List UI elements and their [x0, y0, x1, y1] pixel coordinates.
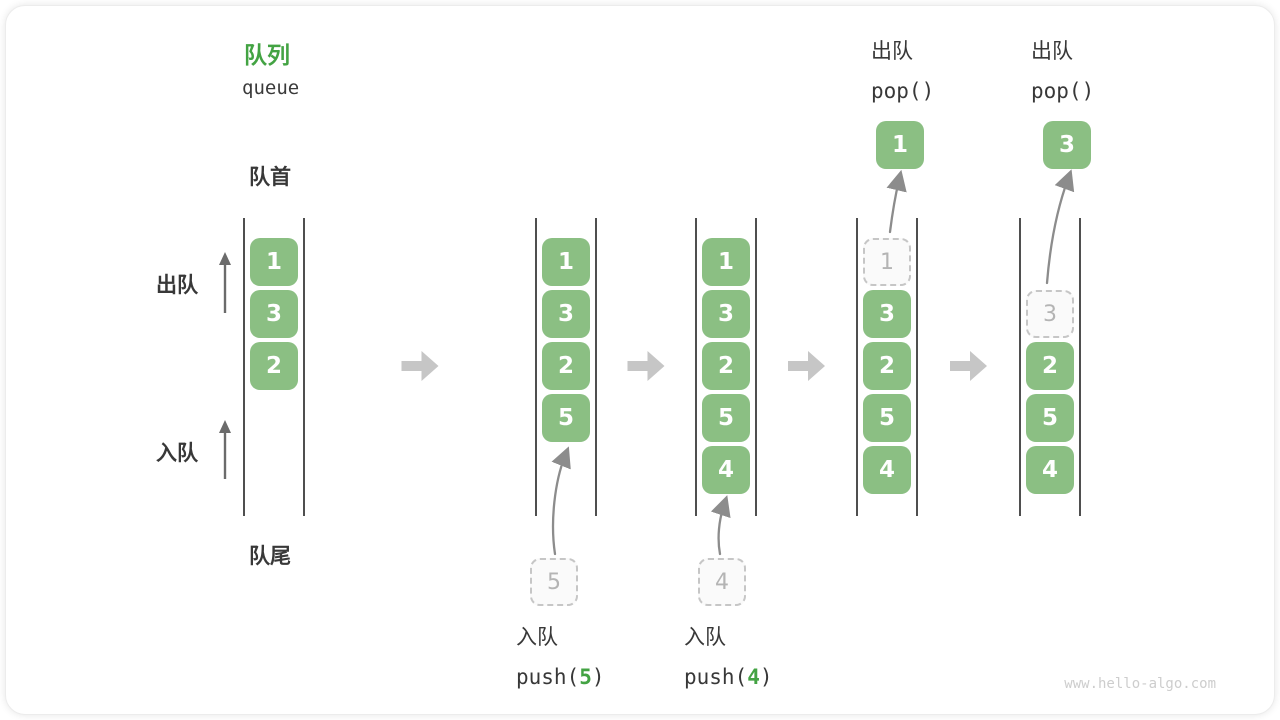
popped-value-box: 1 — [876, 121, 924, 169]
queue-box: 5 — [1026, 394, 1074, 442]
queue-box-removed-ghost: 3 — [1026, 290, 1074, 338]
op-code-text: push( — [516, 665, 580, 689]
op-code-text: push( — [684, 665, 748, 689]
box-value: 2 — [1041, 353, 1058, 379]
queue-box: 2 — [702, 342, 750, 390]
box-value: 5 — [717, 405, 734, 431]
queue-box: 5 — [863, 394, 911, 442]
box-value: 5 — [878, 405, 895, 431]
label-enqueue-direction: 入队 — [156, 441, 198, 465]
op-label-enqueue: 入队 push(5) — [516, 621, 605, 689]
step-arrow — [627, 351, 665, 381]
step-arrow — [788, 351, 825, 381]
queue-box: 5 — [542, 394, 590, 442]
op-name: 出队 — [1031, 39, 1073, 63]
queue-wall-right — [755, 218, 757, 516]
op-code: pop() — [1031, 79, 1094, 103]
dequeue-path-arrow — [886, 169, 907, 234]
op-label-enqueue: 入队 push(4) — [684, 621, 773, 689]
queue-box: 2 — [863, 342, 911, 390]
box-value: 4 — [878, 457, 895, 483]
box-value: 3 — [1043, 301, 1057, 327]
op-name: 入队 — [516, 625, 558, 649]
box-value: 3 — [265, 301, 282, 327]
step-arrow — [950, 351, 987, 381]
queue-wall-left — [535, 218, 537, 516]
op-label-dequeue: 出队 pop() — [1031, 35, 1094, 103]
queue-box-removed-ghost: 1 — [863, 238, 911, 286]
box-value: 1 — [880, 249, 894, 275]
box-value: 3 — [1058, 132, 1075, 158]
enqueue-path-arrow — [710, 495, 731, 556]
figure-title-zh: 队列 — [244, 43, 290, 69]
box-value: 5 — [1041, 405, 1058, 431]
queue-box: 4 — [702, 446, 750, 494]
box-value: 2 — [265, 353, 282, 379]
box-value: 3 — [717, 301, 734, 327]
op-code-arg: 5 — [579, 665, 592, 689]
queue-box: 2 — [1026, 342, 1074, 390]
op-code-arg: 4 — [747, 665, 760, 689]
pending-enqueue-box: 4 — [698, 558, 746, 606]
box-value: 2 — [717, 353, 734, 379]
box-value: 4 — [717, 457, 734, 483]
queue-box: 4 — [1026, 446, 1074, 494]
op-code: push(5) — [516, 665, 605, 689]
op-code: pop() — [871, 79, 934, 103]
label-queue-rear: 队尾 — [249, 544, 291, 568]
box-value: 2 — [878, 353, 895, 379]
queue-wall-left — [1019, 218, 1021, 516]
box-value: 1 — [265, 249, 282, 275]
box-value: 2 — [557, 353, 574, 379]
queue-box: 1 — [702, 238, 750, 286]
queue-box: 3 — [250, 290, 298, 338]
op-name: 出队 — [871, 39, 913, 63]
watermark: www.hello-algo.com — [1064, 676, 1216, 692]
queue-box: 5 — [702, 394, 750, 442]
op-code-text: ) — [591, 665, 605, 689]
queue-wall-right — [916, 218, 918, 516]
box-value: 4 — [715, 569, 729, 595]
dequeue-direction-arrow — [219, 252, 231, 313]
step-arrow — [401, 351, 439, 381]
queue-box: 3 — [863, 290, 911, 338]
label-queue-front: 队首 — [249, 165, 291, 189]
box-value: 4 — [1041, 457, 1058, 483]
queue-box: 2 — [542, 342, 590, 390]
queue-wall-right — [1079, 218, 1081, 516]
arrows-layer — [219, 169, 1075, 556]
op-code: push(4) — [684, 665, 773, 689]
box-value: 1 — [557, 249, 574, 275]
box-value: 1 — [891, 132, 908, 158]
queue-wall-left — [856, 218, 858, 516]
box-value: 3 — [878, 301, 895, 327]
dequeue-path-arrow — [1045, 169, 1075, 285]
op-label-dequeue: 出队 pop() — [871, 35, 934, 103]
op-code-text: pop() — [1031, 79, 1095, 103]
box-value: 5 — [557, 405, 574, 431]
queue-wall-right — [303, 218, 305, 516]
queue-wall-right — [595, 218, 597, 516]
pending-enqueue-box: 5 — [530, 558, 578, 606]
enqueue-direction-arrow — [219, 420, 231, 479]
popped-value-box: 3 — [1043, 121, 1091, 169]
figure-title-en: queue — [242, 77, 300, 99]
queue-box: 4 — [863, 446, 911, 494]
queue-box: 1 — [542, 238, 590, 286]
box-value: 3 — [557, 301, 574, 327]
queue-box: 3 — [542, 290, 590, 338]
queue-wall-left — [695, 218, 697, 516]
enqueue-path-arrow — [551, 446, 571, 556]
op-name: 入队 — [684, 625, 726, 649]
queue-box: 3 — [702, 290, 750, 338]
label-dequeue-direction: 出队 — [156, 273, 198, 297]
queue-wall-left — [243, 218, 245, 516]
box-value: 1 — [717, 249, 734, 275]
queue-box: 2 — [250, 342, 298, 390]
queue-box: 1 — [250, 238, 298, 286]
op-code-text: pop() — [871, 79, 935, 103]
box-value: 5 — [547, 569, 561, 595]
op-code-text: ) — [759, 665, 773, 689]
